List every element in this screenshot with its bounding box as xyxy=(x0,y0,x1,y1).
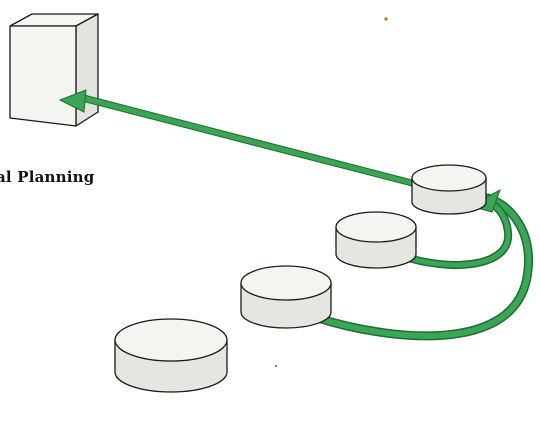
curve-arrow-outer xyxy=(313,193,533,341)
disk-second xyxy=(240,265,332,329)
ink-speck xyxy=(275,365,277,367)
curve-arrow-inner xyxy=(398,196,513,269)
disk-third xyxy=(335,211,417,269)
arrow-to-block xyxy=(58,89,413,187)
planning-label: al Planning xyxy=(0,168,95,186)
ink-speck xyxy=(384,17,388,21)
disk-bottom xyxy=(114,318,228,393)
block-shape xyxy=(9,13,99,127)
disk-top xyxy=(411,164,487,215)
